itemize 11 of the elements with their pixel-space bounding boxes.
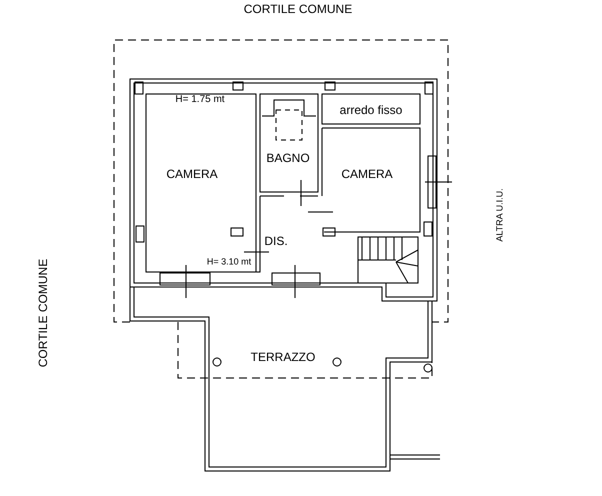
ceiling-height-note: H= 1.75 mt — [175, 95, 225, 105]
ceiling-height-note: H= 3.10 mt — [206, 258, 252, 266]
room-label: CAMERA — [166, 168, 218, 180]
area-label: CORTILE COMUNE — [244, 3, 352, 15]
room-label: arredo fisso — [340, 104, 402, 116]
neighbor-label: ALTRA U.I.U. — [496, 188, 504, 242]
room-label: TERRAZZO — [250, 351, 316, 363]
room-label: CAMERA — [341, 168, 393, 180]
room-label: DIS. — [264, 235, 288, 247]
room-label: BAGNO — [266, 152, 310, 164]
area-label: CORTILE COMUNE — [37, 258, 49, 368]
